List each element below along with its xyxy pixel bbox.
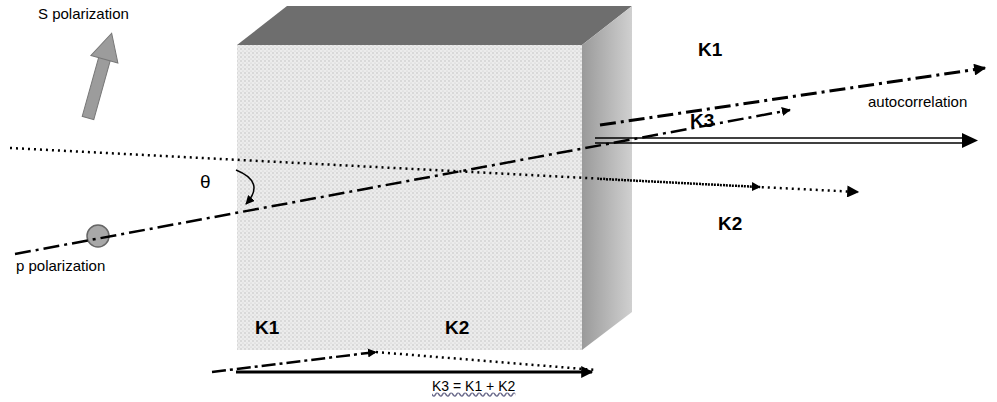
k3-arrowhead [962, 133, 978, 148]
crystal-side [582, 6, 632, 350]
wave-vector-label: K3 [690, 111, 714, 132]
crystal-front [237, 45, 582, 350]
polarization-label: p polarization [16, 258, 105, 275]
k3-beam [595, 142, 968, 144]
k1-beam [15, 110, 790, 254]
wave-vector-label: K1 [698, 40, 722, 61]
k2-beam [10, 148, 760, 187]
angle-label: θ [200, 172, 211, 193]
signal-label: autocorrelation [868, 94, 967, 111]
k1-vector [212, 352, 376, 372]
wave-vector-label: K1 [255, 318, 279, 339]
k2-vector [376, 352, 596, 370]
k2-beam [600, 179, 858, 192]
angle-arrow [236, 170, 254, 204]
wave-vector-label: K2 [718, 214, 742, 235]
s-polarization-arrow [75, 29, 126, 121]
polarization-label: S polarization [38, 6, 129, 23]
k1-beam [600, 68, 985, 125]
equation-label: K3 = K1 + K2 [432, 379, 515, 394]
k3-beam [595, 137, 968, 139]
crystal-top [237, 6, 632, 45]
k3-vector [236, 371, 592, 374]
wave-vector-label: K2 [445, 318, 469, 339]
